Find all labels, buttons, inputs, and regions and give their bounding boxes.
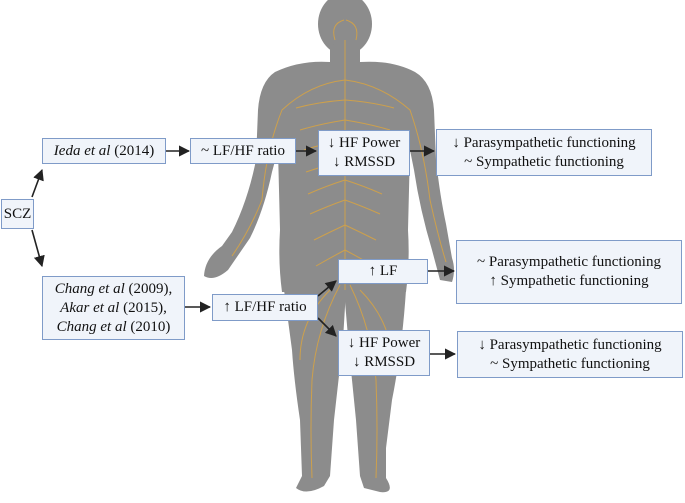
bottom-hrv-line1: ↓ HF Power [347,335,421,351]
bottom-study-1: Chang et al (2009), [55,280,173,299]
scz-box: SCZ [1,199,34,229]
bottom-ratio-label: ↑ LF/HF ratio [223,299,307,315]
top-study-citation: Ieda et al (2014) [54,142,154,161]
arrow-ratio-to-bottom-hrv [317,317,337,337]
bottom-hrv-box: ↓ HF Power ↓ RMSSD [338,330,430,376]
bottom-study-2-author: Akar et al [60,299,120,316]
bottom-hrv-line2: ↓ RMSSD [352,354,416,370]
bottom-study-1-author: Chang et al [54,280,125,297]
arrow-ratio-to-lf [317,280,337,297]
bottom-outcome-box: ↓ Parasympathetic functioning ~ Sympathe… [457,331,683,378]
bottom-study-1-year: (2009), [128,280,173,297]
top-ratio-box: ~ LF/HF ratio [190,138,296,164]
bottom-study-3-year: (2010) [130,318,171,335]
top-hrv-line2: ↓ RMSSD [332,154,396,170]
arrow-scz-to-top-study [31,168,44,198]
arrow-scz-to-bottom-studies [31,229,45,268]
bottom-study-2-year: (2015), [123,299,167,316]
bottom-study-2: Akar et al (2015), [60,299,167,318]
top-outcome-line1: ↓ Parasympathetic functioning [452,134,636,151]
lf-label: ↑ LF [368,263,398,279]
bottom-outcome-line2: ~ Sympathetic functioning [490,355,650,372]
lf-outcome-box: ~ Parasympathetic functioning ↑ Sympathe… [456,240,682,304]
lf-box: ↑ LF [338,259,428,284]
top-outcome-line2: ~ Sympathetic functioning [464,153,624,170]
top-outcome-box: ↓ Parasympathetic functioning ~ Sympathe… [436,129,652,176]
top-ratio-label: ~ LF/HF ratio [201,142,285,159]
nerve-network [231,19,447,479]
top-study-author: Ieda et al [53,142,111,159]
top-study-box: Ieda et al (2014) [42,138,166,164]
bottom-studies-box: Chang et al (2009), Akar et al (2015), C… [42,276,185,340]
bottom-ratio-box: ↑ LF/HF ratio [212,294,318,321]
top-hrv-box: ↓ HF Power ↓ RMSSD [318,130,410,176]
lf-outcome-line2: ↑ Sympathetic functioning [489,273,649,289]
bottom-outcome-line1: ↓ Parasympathetic functioning [478,336,662,353]
lf-outcome-line1: ~ Parasympathetic functioning [477,254,661,270]
bottom-study-3: Chang et al (2010) [57,318,171,337]
top-study-year: (2014) [114,142,155,159]
top-hrv-line1: ↓ HF Power [327,135,401,151]
scz-label: SCZ [3,205,32,222]
bottom-study-3-author: Chang et al [56,318,127,335]
